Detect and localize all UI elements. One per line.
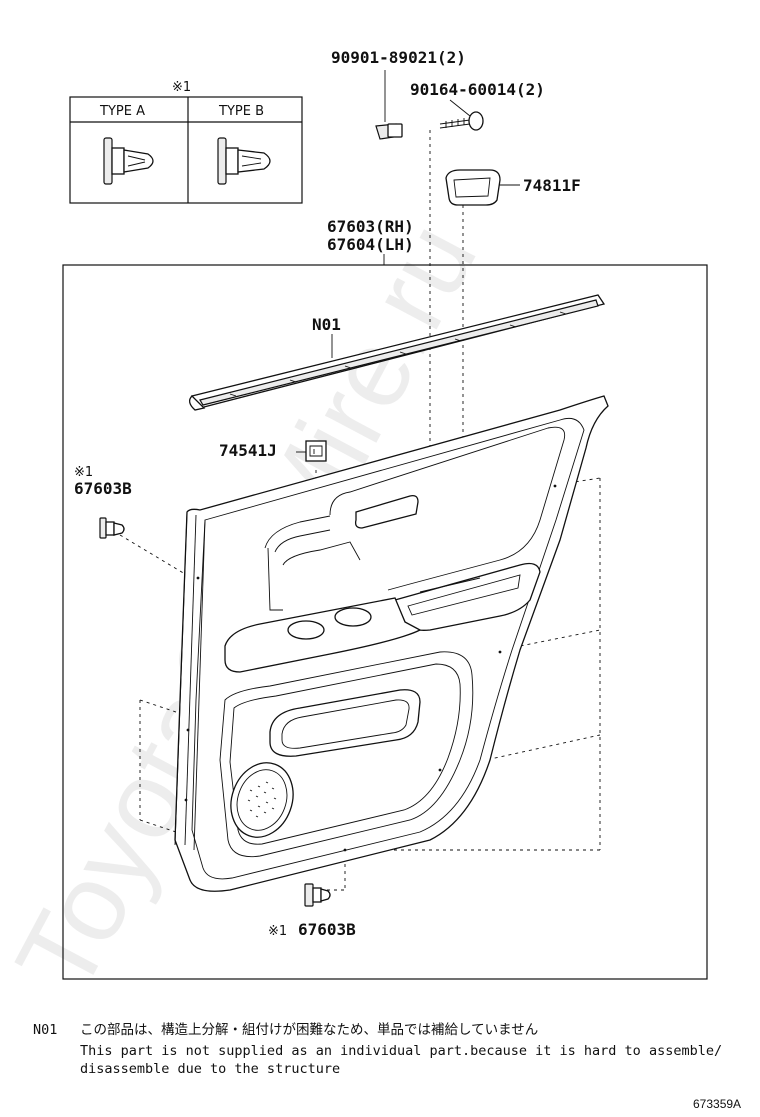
clip-upper-marker: ※1 <box>74 465 93 480</box>
clip-type-b-icon <box>217 137 271 185</box>
part-label-screw: 90164-60014(2) <box>410 80 545 99</box>
part-label-n01: N01 <box>312 315 341 334</box>
footnote: N01 この部品は、構造上分解・組付けが困難なため、単品では補給していません T… <box>33 1022 722 1077</box>
footnote-english-line1: This part is not supplied as an individu… <box>80 1043 722 1059</box>
clip-type-legend: ※1 TYPE A TYPE B <box>69 80 303 204</box>
screw-icon <box>439 111 484 131</box>
part-label-screw-grommet: 90901-89021(2) <box>331 48 466 67</box>
door-trim-board <box>174 395 609 892</box>
part-label-clip-upper: 67603B <box>74 479 132 498</box>
switch-base-icon <box>305 440 327 462</box>
clip-type-a-icon <box>103 137 154 185</box>
part-label-handle-cover: 74811F <box>523 176 581 195</box>
part-label-clip-lower: 67603B <box>298 920 356 939</box>
screw-grommet-icon <box>375 123 403 140</box>
clip-upper-icon <box>99 517 125 539</box>
belt-molding-strip <box>188 294 606 411</box>
legend-marker: ※1 <box>172 80 191 95</box>
part-label-trim-lh: 67604(LH) <box>327 235 414 254</box>
footnote-english-line2: disassemble due to the structure <box>80 1061 340 1077</box>
diagram-id: 673359A <box>693 1097 741 1111</box>
legend-type-b-label: TYPE B <box>218 104 264 119</box>
part-label-switch-base: 74541J <box>219 441 277 460</box>
footnote-code: N01 <box>33 1022 57 1038</box>
main-frame <box>62 264 708 980</box>
handle-cover-icon <box>445 169 501 206</box>
footnote-japanese: この部品は、構造上分解・組付けが困難なため、単品では補給していません <box>80 1022 538 1038</box>
clip-lower-marker: ※1 <box>268 924 287 939</box>
part-label-trim-rh: 67603(RH) <box>327 217 414 236</box>
clip-lower-icon <box>304 883 331 907</box>
legend-type-a-label: TYPE A <box>99 104 145 119</box>
